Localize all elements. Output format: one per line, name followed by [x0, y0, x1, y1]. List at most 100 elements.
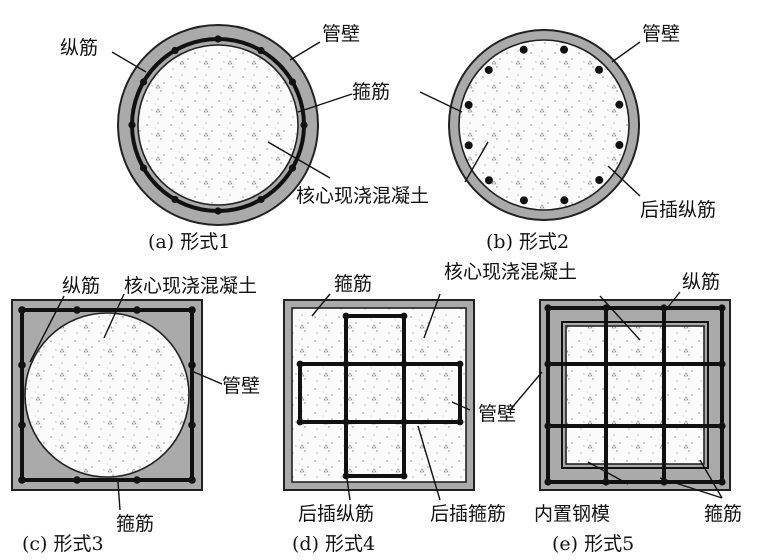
post-bar-b-11	[615, 100, 624, 109]
rebar-e-6	[544, 422, 552, 430]
label-d-core: 核心现浇混凝土	[444, 261, 577, 283]
leader-e-wall	[509, 371, 543, 411]
post-bar-d-11	[400, 418, 408, 426]
label-c-core: 核心现浇混凝土	[124, 275, 257, 297]
post-bar-d-3	[456, 418, 464, 426]
post-bar-d-5	[400, 312, 408, 320]
leader-d-stirrup	[311, 293, 331, 317]
rebar-c-7	[188, 421, 196, 429]
rebar-e-7	[718, 422, 726, 430]
post-bar-b-6	[464, 100, 473, 109]
rebar-c-9	[73, 476, 81, 484]
rebar-c-8	[18, 476, 26, 484]
label-a-stirrup: 箍筋	[352, 81, 390, 103]
rebar-c-1	[73, 306, 81, 314]
leader-c-long-bar	[29, 295, 65, 363]
rebar-c-0	[18, 306, 26, 314]
label-a-long-bar: 纵筋	[60, 37, 98, 59]
rebar-a-7	[139, 78, 148, 86]
leader-c-wall	[193, 371, 223, 385]
rebar-e-1	[718, 304, 726, 312]
rebar-a-10	[257, 46, 265, 55]
rebar-a-5	[139, 164, 148, 172]
leader-d-wall	[451, 401, 471, 411]
post-stirrup-d-2	[344, 314, 406, 478]
rebar-c-6	[18, 421, 26, 429]
section-d: 箍筋 核心现浇混凝土 管壁 后插纵筋 后插箍筋 (d) 形式4	[283, 261, 577, 555]
longitudinal-bars-e	[544, 304, 726, 486]
rebar-a-4	[171, 195, 179, 204]
section-a: 纵筋 管壁 箍筋 核心现浇混凝土 (a) 形式1	[60, 23, 429, 253]
rebar-a-0	[300, 121, 308, 129]
leader-d-core	[423, 293, 441, 339]
post-stirrup-d-1	[298, 362, 462, 424]
leader-b-core	[464, 141, 489, 183]
label-e-stirrup: 箍筋	[704, 503, 742, 525]
leader-e-long-bar	[663, 291, 681, 313]
post-bar-d-9	[400, 360, 408, 368]
post-bar-b-4	[484, 176, 493, 185]
rebar-c-4	[18, 361, 26, 369]
core-concrete-d	[291, 307, 467, 483]
post-bar-b-2	[560, 196, 569, 205]
leader-a-wall	[289, 41, 321, 61]
rebar-e-3	[718, 478, 726, 486]
leader-d-post-stirrup	[417, 425, 441, 501]
core-concrete-c	[24, 312, 190, 478]
rebar-a-1	[288, 164, 297, 172]
post-bar-d-4	[342, 312, 350, 320]
leader-b-wall	[611, 41, 641, 63]
label-c-stirrup: 箍筋	[116, 513, 154, 535]
label-e-steel-form: 内置钢模	[534, 503, 610, 525]
leader-e-stirrup-2	[699, 459, 723, 499]
rebar-c-11	[188, 476, 196, 484]
leader-e-steel-form	[587, 461, 629, 485]
rebar-e-4	[544, 360, 552, 368]
steel-form-e	[561, 321, 709, 469]
leader-e-core	[599, 295, 641, 341]
rebar-c-3	[188, 306, 196, 314]
rebar-c-5	[188, 361, 196, 369]
core-concrete-e	[565, 325, 705, 465]
label-b-post-bar: 后插纵筋	[640, 199, 716, 221]
core-concrete-b	[458, 39, 630, 211]
post-bar-b-3	[519, 196, 528, 205]
post-bar-b-1	[595, 176, 604, 185]
leader-d-post-bar	[345, 471, 351, 501]
rebar-c-10	[133, 476, 141, 484]
label-d-stirrup: 箍筋	[334, 273, 372, 295]
section-c: 纵筋 核心现浇混凝土 管壁 箍筋 (c) 形式3	[11, 275, 260, 555]
label-d-post-stirrup: 后插箍筋	[430, 503, 506, 525]
caption-b: (b) 形式2	[486, 231, 569, 253]
post-bar-b-8	[519, 45, 528, 54]
rebar-a-8	[171, 46, 179, 55]
label-a-wall: 管壁	[322, 23, 360, 45]
leader-b-stirrup	[419, 91, 463, 113]
caption-c: (c) 形式3	[22, 533, 104, 555]
post-bar-b-5	[464, 141, 473, 150]
caption-d: (d) 形式4	[292, 533, 375, 555]
rebar-e-0	[544, 304, 552, 312]
rebar-e-10	[602, 478, 610, 486]
post-bar-b-9	[560, 45, 569, 54]
post-bar-d-10	[342, 418, 350, 426]
post-bar-d-8	[342, 360, 350, 368]
leader-b-post-bar	[607, 165, 641, 197]
rebar-c-2	[133, 306, 141, 314]
inner-stirrups-e	[548, 308, 722, 482]
leader-e-stirrup-1	[659, 477, 723, 499]
rebar-a-9	[214, 35, 222, 43]
post-bar-b-0	[615, 141, 624, 150]
leader-c-core	[103, 293, 125, 339]
rebar-a-6	[128, 121, 136, 129]
label-b-wall: 管壁	[642, 23, 680, 45]
leader-c-stirrup	[117, 481, 121, 511]
core-concrete-a	[137, 44, 299, 206]
label-e-long-bar: 纵筋	[682, 271, 720, 293]
caption-a: (a) 形式1	[148, 231, 230, 253]
label-d-wall: 管壁	[478, 403, 516, 425]
section-e: 纵筋 内置钢模 箍筋 (e) 形式5	[509, 271, 742, 555]
rebar-a-2	[257, 195, 265, 204]
leader-a-stirrup	[297, 93, 353, 113]
